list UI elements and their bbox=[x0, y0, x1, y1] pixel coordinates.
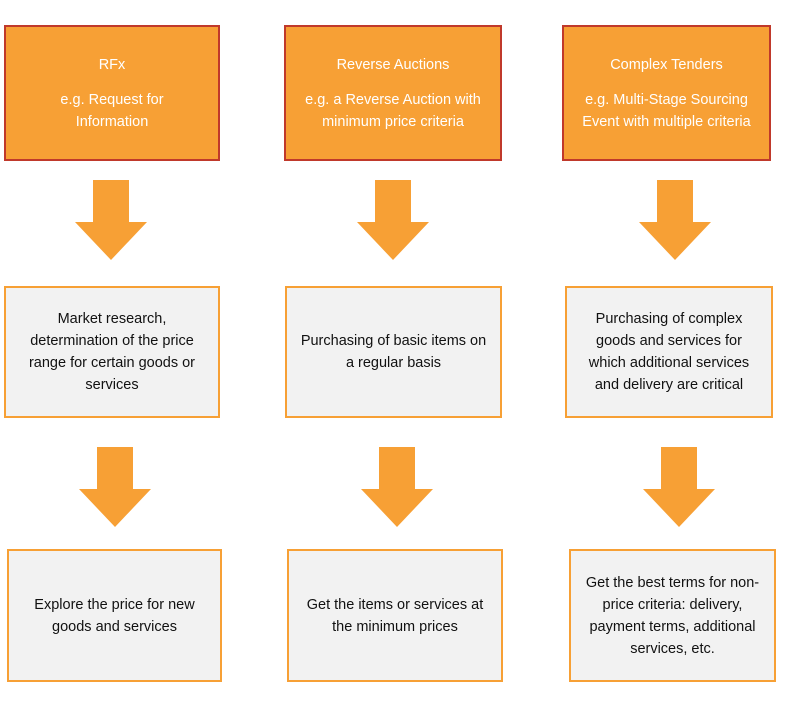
complex-tenders-use-case: Purchasing of complex goods and services… bbox=[588, 311, 750, 393]
down-arrow-icon bbox=[357, 180, 429, 260]
down-arrow-icon bbox=[361, 447, 433, 527]
complex-tenders-title: Complex Tenders bbox=[610, 56, 723, 73]
reverse-auctions-example: e.g. a Reverse Auction with minimum pric… bbox=[305, 91, 481, 130]
complex-tenders-example: e.g. Multi-Stage Sourcing Event with mul… bbox=[582, 91, 751, 130]
reverse-auctions-title: Reverse Auctions bbox=[336, 56, 450, 73]
reverse-auctions-use-case: Purchasing of basic items on a regular b… bbox=[300, 333, 487, 371]
rfx-goal: Explore the price for new goods and serv… bbox=[34, 596, 195, 635]
down-arrow-icon bbox=[79, 447, 151, 527]
down-arrow-icon bbox=[643, 447, 715, 527]
rfx-use-case-box: Market research, determination of the pr… bbox=[4, 286, 220, 418]
down-arrow-icon bbox=[639, 180, 711, 260]
complex-tenders-goal: Get the best terms for non-price criteri… bbox=[585, 574, 760, 657]
rfx-example: e.g. Request for Information bbox=[60, 91, 164, 130]
rfx-header-box: RFx e.g. Request for Information bbox=[4, 25, 220, 161]
complex-tenders-goal-box: Get the best terms for non-price criteri… bbox=[569, 549, 776, 682]
reverse-auctions-header-box: Reverse Auctions e.g. a Reverse Auction … bbox=[284, 25, 502, 161]
reverse-auctions-goal-box: Get the items or services at the minimum… bbox=[287, 549, 503, 682]
rfx-goal-box: Explore the price for new goods and serv… bbox=[7, 549, 222, 682]
rfx-use-case: Market research, determination of the pr… bbox=[28, 311, 196, 393]
reverse-auctions-use-case-box: Purchasing of basic items on a regular b… bbox=[285, 286, 502, 418]
rfx-title: RFx bbox=[98, 56, 126, 73]
complex-tenders-header-box: Complex Tenders e.g. Multi-Stage Sourcin… bbox=[562, 25, 771, 161]
down-arrow-icon bbox=[75, 180, 147, 260]
complex-tenders-use-case-box: Purchasing of complex goods and services… bbox=[565, 286, 773, 418]
reverse-auctions-goal: Get the items or services at the minimum… bbox=[306, 596, 484, 635]
